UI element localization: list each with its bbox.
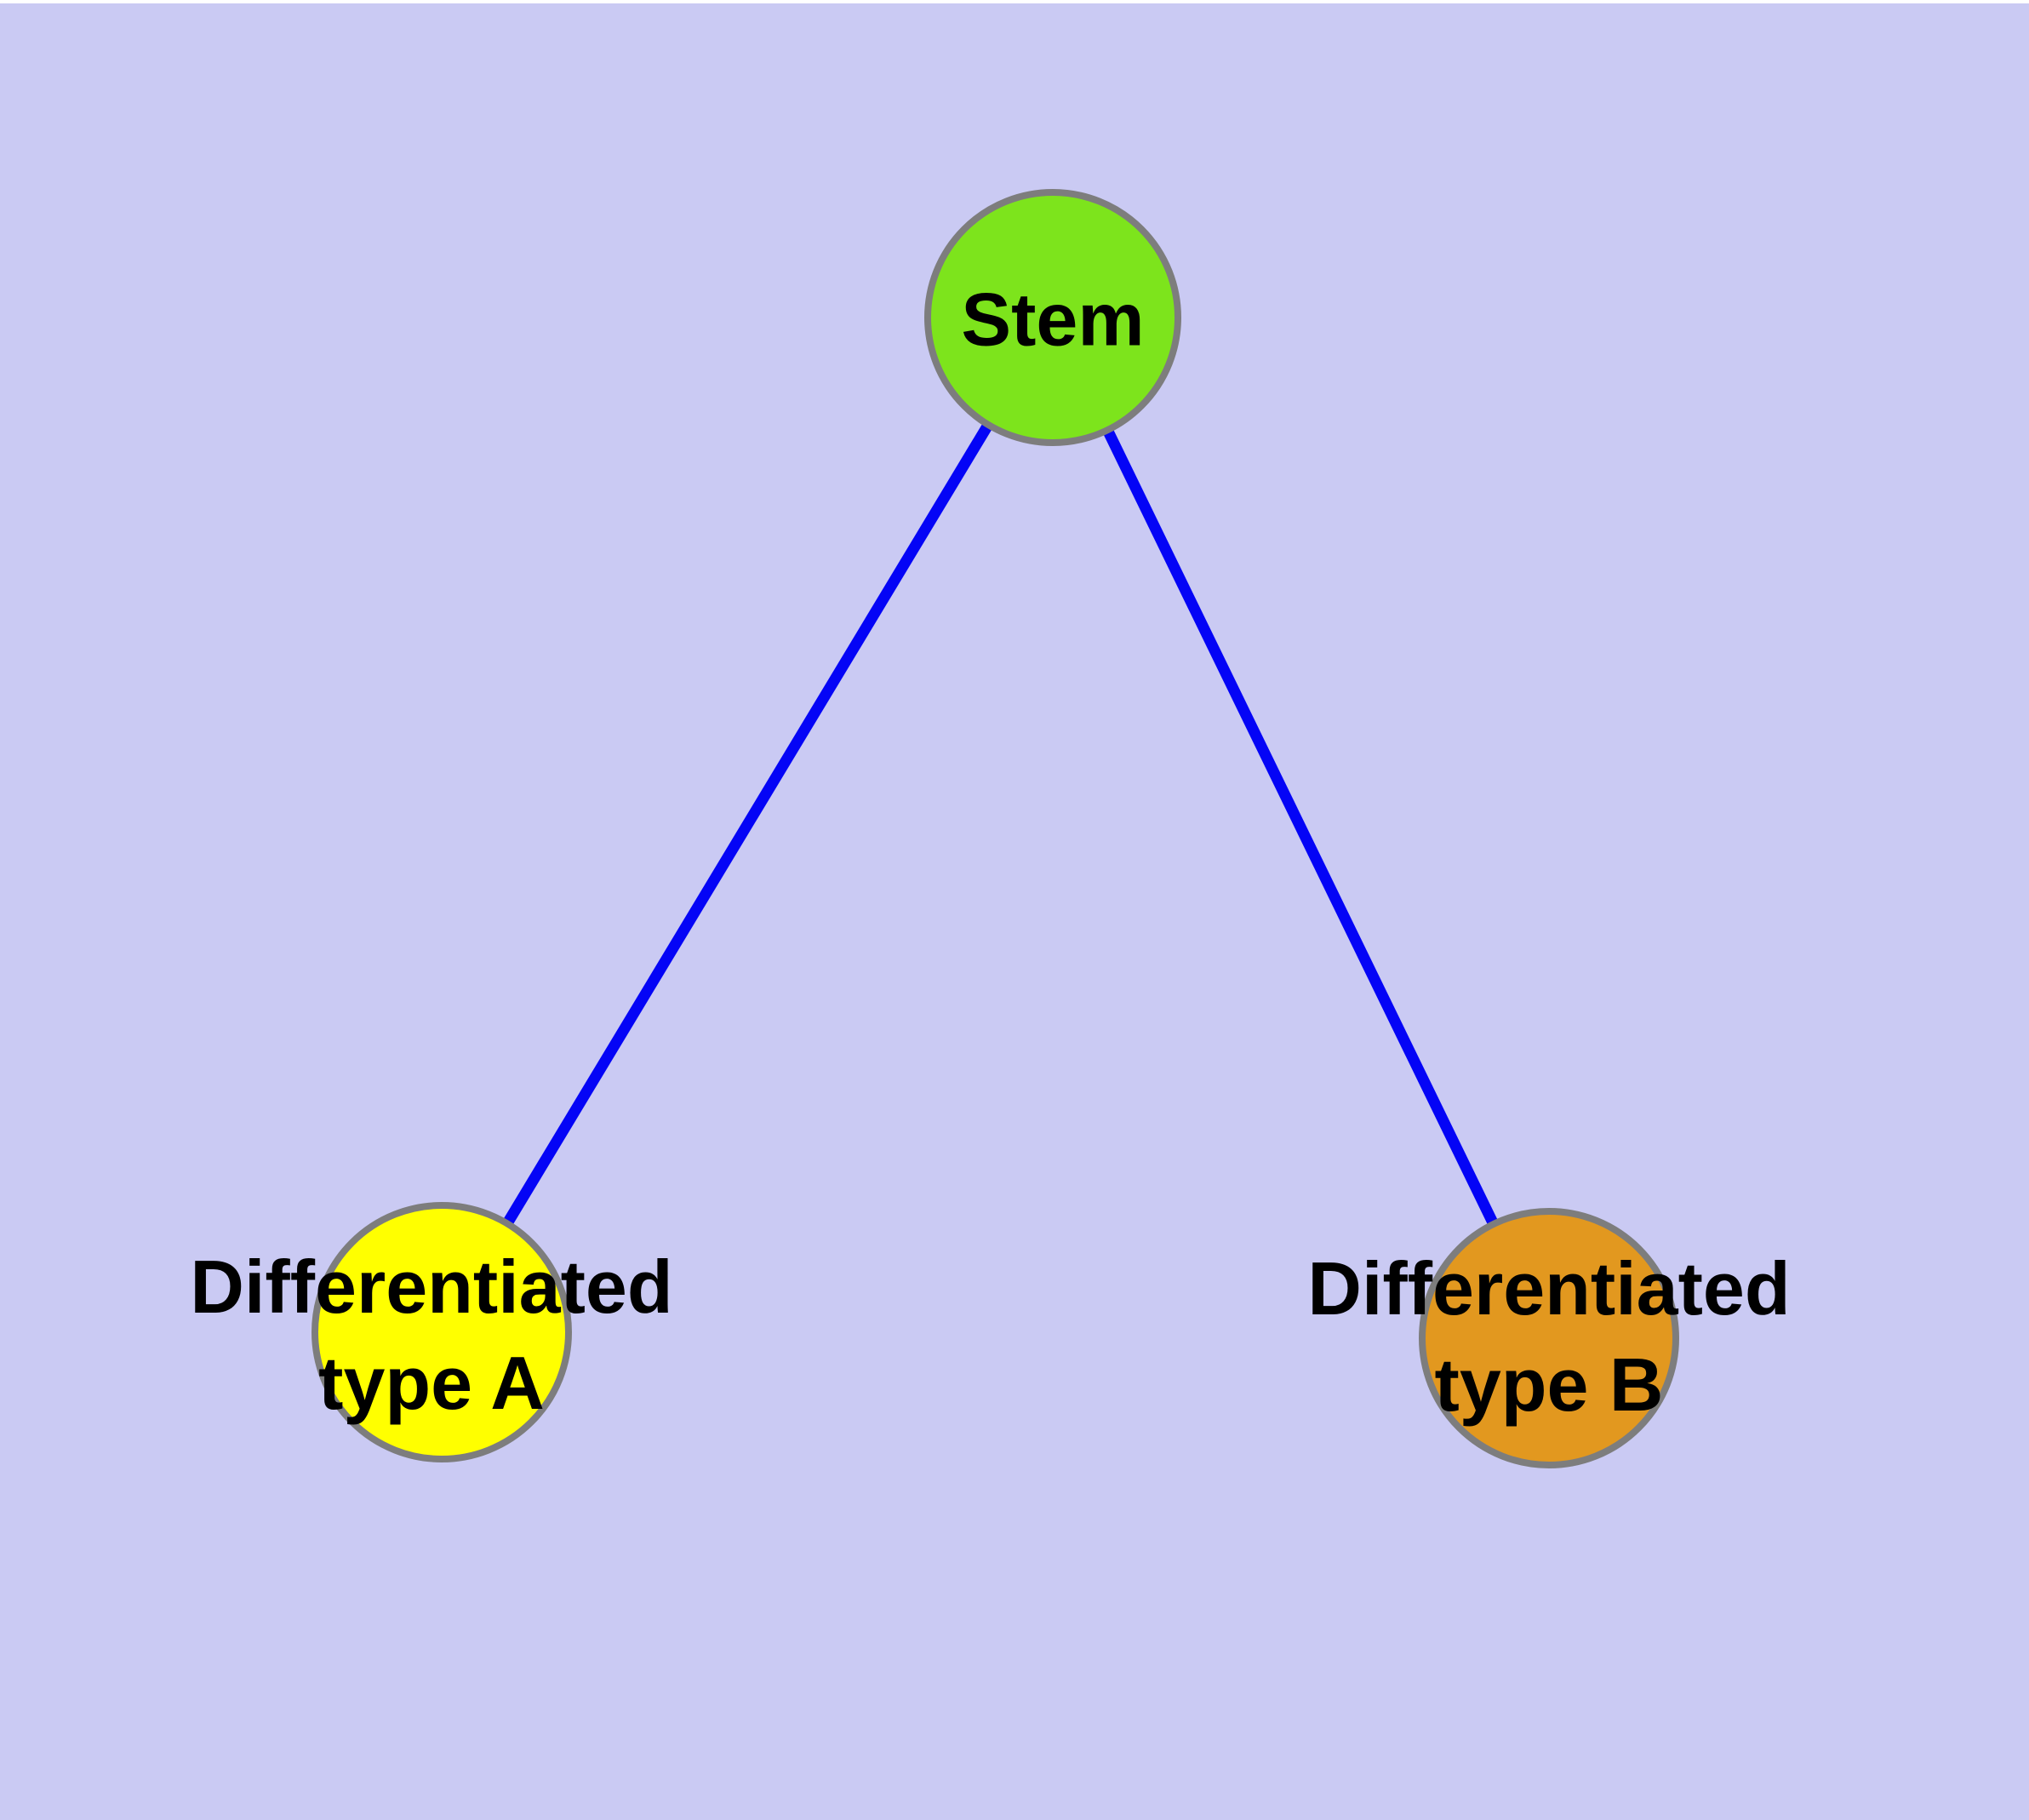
node-type-b-circle [1419,1208,1679,1468]
top-edge-strip [0,0,2029,3]
node-type-a-label-line2: type A [318,1341,545,1425]
node-stem-label-text: Stem [961,277,1145,362]
edge-stem-to-type-b [1048,315,1554,1341]
node-type-a-label-line1: Differentiated [190,1245,673,1329]
node-type-b-label-line2: type B [1434,1342,1664,1427]
node-type-a-label: Differentiated type A [190,1239,672,1431]
node-stem-circle [924,189,1181,446]
node-type-b-label: Differentiated type B [1307,1240,1790,1433]
node-stem-label: Stem [961,272,1144,368]
node-type-b-label-line1: Differentiated [1307,1246,1791,1331]
edge-stem-to-type-a [437,314,1058,1336]
node-type-a-circle [311,1202,572,1462]
